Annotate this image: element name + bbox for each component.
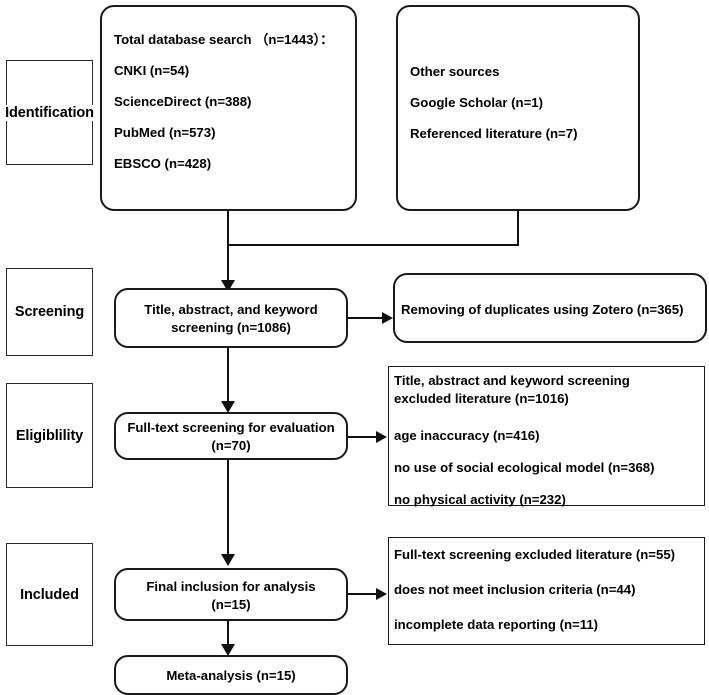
duplicates-removed-box: Removing of duplicates using Zotero (n=3… bbox=[393, 273, 707, 343]
duplicates-removed-box-content: Removing of duplicates using Zotero (n=3… bbox=[401, 302, 683, 318]
other-sources-box-item-google-scholar: Google Scholar (n=1) bbox=[410, 95, 543, 110]
databases-box: Total database search （n=1443）： CNKI (n=… bbox=[100, 5, 357, 211]
arrowhead-to-included-excluded bbox=[376, 587, 387, 600]
final-inclusion-box-line1: Final inclusion for analysis bbox=[146, 579, 316, 594]
stage-label-screening-text: Screening bbox=[13, 304, 86, 320]
stage-label-screening: Screening bbox=[6, 268, 93, 356]
fulltext-screening-box-line2: (n=70) bbox=[211, 438, 251, 453]
included-excluded-item-0: Full-text screening excluded literature … bbox=[394, 547, 676, 562]
fulltext-screening-box: Full-text screening for evaluation (n=70… bbox=[114, 412, 348, 460]
screening-box-line2: screening (n=1086) bbox=[171, 320, 291, 335]
stage-label-eligibility-text: Eligiblility bbox=[14, 427, 85, 444]
final-inclusion-box: Final inclusion for analysis (n=15) bbox=[114, 568, 348, 621]
duplicates-removed-text: Removing of duplicates using Zotero (n=3… bbox=[401, 302, 684, 317]
databases-box-item-ebsco: EBSCO (n=428) bbox=[114, 156, 212, 171]
connector-screening-to-duplicates bbox=[348, 317, 384, 319]
arrowhead-to-duplicates bbox=[382, 311, 393, 324]
databases-box-item-pubmed: PubMed (n=573) bbox=[114, 125, 216, 140]
eligibility-excluded-item-3: no use of social ecological model (n=368… bbox=[394, 460, 655, 475]
included-excluded-box: Full-text screening excluded literature … bbox=[388, 537, 705, 645]
databases-box-item-cnki: CNKI (n=54) bbox=[114, 63, 190, 78]
connector-eligibility-down bbox=[227, 460, 229, 558]
databases-box-item-sciencedirect: ScienceDirect (n=388) bbox=[114, 94, 252, 109]
eligibility-excluded-item-4: no physical activity (n=232) bbox=[394, 492, 566, 507]
eligibility-excluded-box: Title, abstract and keyword screening ex… bbox=[388, 366, 705, 506]
stage-label-included: Included bbox=[6, 543, 93, 646]
eligibility-excluded-item-2: age inaccuracy (n=416) bbox=[394, 428, 540, 443]
connector-merge-stem bbox=[227, 244, 229, 284]
meta-analysis-box-text: Meta-analysis (n=15) bbox=[166, 668, 296, 683]
connector-databases-down bbox=[227, 211, 229, 245]
stage-label-included-text: Included bbox=[19, 586, 80, 603]
stage-label-identification: Identification bbox=[4, 60, 95, 165]
screening-box-line1: Title, abstract, and keyword bbox=[144, 302, 318, 317]
eligibility-excluded-item-0: Title, abstract and keyword screening bbox=[394, 373, 630, 388]
included-excluded-item-2: incomplete data reporting (n=11) bbox=[394, 617, 599, 632]
included-excluded-item-1: does not meet inclusion criteria (n=44) bbox=[394, 582, 636, 597]
databases-box-header: Total database search （n=1443）： bbox=[114, 32, 334, 47]
connector-eligibility-to-excluded bbox=[348, 436, 378, 438]
connector-included-to-excluded bbox=[348, 593, 378, 595]
arrowhead-to-included bbox=[221, 554, 235, 566]
screening-box: Title, abstract, and keyword screening (… bbox=[114, 288, 348, 348]
arrowhead-to-meta-analysis bbox=[221, 644, 235, 656]
arrowhead-to-eligibility-excluded bbox=[376, 430, 387, 443]
connector-included-down bbox=[227, 621, 229, 648]
connector-other-sources-down bbox=[517, 211, 519, 245]
other-sources-box-item-referenced-literature: Referenced literature (n=7) bbox=[410, 126, 578, 141]
arrowhead-to-eligibility bbox=[221, 401, 235, 413]
stage-label-eligibility: Eligiblility bbox=[6, 383, 93, 488]
other-sources-box: Other sources Google Scholar (n=1) Refer… bbox=[396, 5, 640, 211]
other-sources-box-header: Other sources bbox=[410, 64, 500, 79]
connector-screening-down bbox=[227, 348, 229, 405]
meta-analysis-box: Meta-analysis (n=15) bbox=[114, 655, 348, 695]
eligibility-excluded-item-1: excluded literature (n=1016) bbox=[394, 391, 569, 406]
connector-merge-horizontal bbox=[227, 244, 519, 246]
final-inclusion-box-line2: (n=15) bbox=[211, 597, 251, 612]
stage-label-identification-text: Identification bbox=[4, 104, 95, 121]
fulltext-screening-box-line1: Full-text screening for evaluation bbox=[127, 420, 335, 435]
